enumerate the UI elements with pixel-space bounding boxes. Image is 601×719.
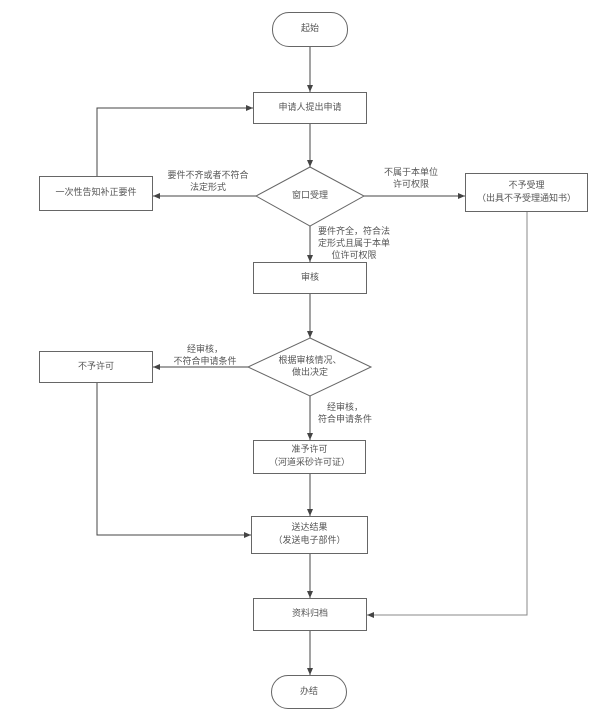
node-supplement-text: 一次性告知补正要件: [55, 188, 137, 198]
node-reject-accept-line1: 不予受理: [508, 180, 545, 191]
edge-label-complete-line3: 位许可权限: [331, 251, 377, 261]
edge-label-incomplete: 要件不齐或者不符合 法定形式: [163, 170, 253, 194]
node-window-text: 窗口受理: [291, 191, 329, 201]
edge-label-complete-line1: 要件齐全，符合法: [317, 227, 390, 237]
node-archive-text: 资料归档: [291, 609, 328, 619]
node-decide: 根据审核情况、 做出决定: [278, 355, 341, 379]
edge-label-out-of-scope-line1: 不属于本单位: [383, 168, 438, 178]
node-deny-text: 不予许可: [77, 361, 114, 372]
node-grant-line2: （河道采砂许可证）: [268, 458, 350, 468]
node-deliver: 送达结果 （发送电子部件）: [251, 516, 368, 554]
node-window: 窗口受理: [292, 190, 328, 202]
edge-label-qualified: 经审核， 符合申请条件: [312, 402, 378, 426]
edge-label-qualified-line1: 经审核，: [326, 403, 363, 413]
edge-label-out-of-scope-line2: 许可权限: [392, 180, 429, 190]
edge-label-complete-line2: 定形式且属于本单: [317, 239, 390, 249]
edge-supplement-apply: [96, 105, 253, 176]
edge-label-incomplete-line1: 要件不齐或者不符合: [167, 171, 249, 181]
node-decide-line1: 根据审核情况、: [278, 356, 342, 366]
node-decide-line2: 做出决定: [291, 368, 329, 378]
node-grant: 准予许可 （河道采砂许可证）: [253, 440, 366, 474]
edge-deny-deliver: [96, 383, 251, 538]
edge-label-not-qualified-line1: 经审核，: [186, 345, 223, 355]
edge-label-not-qualified-line2: 不符合申请条件: [173, 357, 237, 367]
node-grant-line1: 准予许可: [291, 445, 328, 455]
node-review-text: 审核: [300, 272, 319, 283]
node-deliver-line2: （发送电子部件）: [273, 536, 346, 546]
node-supplement: 一次性告知补正要件: [39, 176, 153, 211]
node-archive: 资料归档: [253, 598, 367, 631]
node-reject-accept-line2: （出具不予受理通知书）: [476, 193, 576, 204]
node-apply-text: 申请人提出申请: [278, 102, 342, 113]
node-start-text: 起始: [300, 24, 319, 34]
edge-label-incomplete-line2: 法定形式: [189, 183, 226, 193]
node-deliver-line1: 送达结果: [291, 523, 328, 533]
edge-label-not-qualified: 经审核， 不符合申请条件: [170, 344, 240, 368]
edge-label-out-of-scope: 不属于本单位 许可权限: [376, 167, 446, 191]
edge-reject-archive: [367, 212, 528, 618]
node-apply: 申请人提出申请: [253, 92, 367, 124]
node-review: 审核: [253, 262, 367, 294]
node-start: 起始: [272, 12, 348, 47]
edge-label-complete: 要件齐全，符合法 定形式且属于本单 位许可权限: [314, 226, 394, 262]
node-end: 办结: [271, 675, 347, 709]
node-reject-accept: 不予受理 （出具不予受理通知书）: [465, 173, 588, 212]
node-deny: 不予许可: [39, 351, 153, 383]
edge-label-qualified-line2: 符合申请条件: [317, 415, 372, 425]
node-end-text: 办结: [299, 686, 318, 697]
